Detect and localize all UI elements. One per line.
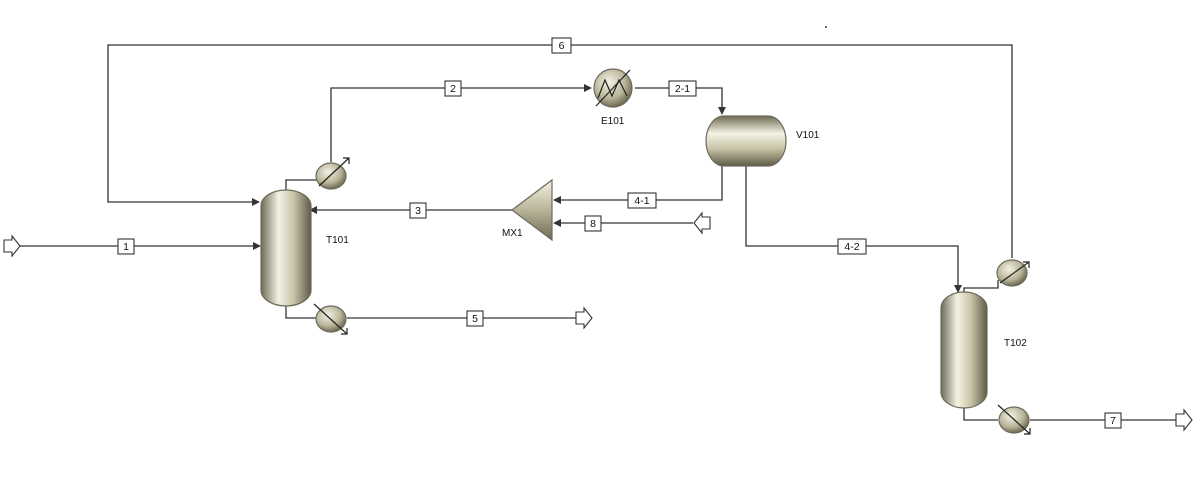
stream-6-line bbox=[107, 44, 1013, 258]
t101-condenser-connector bbox=[285, 179, 318, 192]
stream-label-6[interactable]: 6 bbox=[551, 37, 572, 54]
stream-label-4-1[interactable]: 4-1 bbox=[627, 192, 657, 209]
svg-text:8: 8 bbox=[590, 218, 596, 230]
stream-4-1-line bbox=[553, 165, 723, 204]
stream-label-5[interactable]: 5 bbox=[466, 310, 484, 327]
stream-label-1[interactable]: 1 bbox=[117, 238, 135, 255]
svg-text:7: 7 bbox=[1110, 415, 1116, 427]
stream-8-line bbox=[553, 219, 693, 227]
t101-reboiler-connector bbox=[285, 302, 316, 319]
stream-label-2[interactable]: 2 bbox=[444, 80, 462, 97]
svg-text:2-1: 2-1 bbox=[675, 83, 690, 95]
e101-heat-exchanger[interactable] bbox=[593, 68, 633, 108]
t101-column[interactable] bbox=[260, 189, 312, 307]
stream-1-line bbox=[20, 242, 261, 250]
t101-label: T101 bbox=[326, 235, 349, 246]
svg-text:6: 6 bbox=[559, 40, 565, 52]
t102-reboiler[interactable] bbox=[997, 404, 1031, 435]
t101-condenser[interactable] bbox=[315, 157, 350, 190]
t102-column[interactable] bbox=[940, 291, 988, 409]
t102-label: T102 bbox=[1004, 338, 1027, 349]
mx1-mixer[interactable] bbox=[511, 178, 553, 242]
stream-label-3[interactable]: 3 bbox=[409, 202, 427, 219]
e101-label: E101 bbox=[601, 116, 625, 127]
v101-label: V101 bbox=[796, 130, 820, 141]
stray-dot bbox=[825, 26, 827, 28]
feed-8-inlet-arrow bbox=[693, 211, 711, 235]
t101-reboiler[interactable] bbox=[313, 303, 348, 335]
mx1-label: MX1 bbox=[502, 228, 523, 239]
stream-label-8[interactable]: 8 bbox=[584, 215, 602, 232]
v101-drum[interactable] bbox=[705, 115, 787, 167]
product-7-outlet-arrow bbox=[1175, 408, 1193, 432]
svg-text:4-2: 4-2 bbox=[844, 241, 859, 253]
stream-label-2-1[interactable]: 2-1 bbox=[668, 80, 697, 97]
svg-text:5: 5 bbox=[472, 313, 478, 325]
svg-text:2: 2 bbox=[450, 83, 456, 95]
feed-1-inlet-arrow bbox=[3, 234, 21, 258]
t102-condenser[interactable] bbox=[996, 259, 1030, 287]
stream-label-4-2[interactable]: 4-2 bbox=[837, 238, 867, 255]
stream-4-2-line bbox=[745, 165, 962, 293]
product-5-outlet-arrow bbox=[575, 306, 593, 330]
stream-2-line bbox=[330, 84, 592, 162]
stream-label-7[interactable]: 7 bbox=[1104, 412, 1122, 429]
svg-text:3: 3 bbox=[415, 205, 421, 217]
stream-2-1-line bbox=[635, 87, 726, 115]
svg-text:1: 1 bbox=[123, 241, 129, 253]
svg-text:4-1: 4-1 bbox=[634, 195, 649, 207]
